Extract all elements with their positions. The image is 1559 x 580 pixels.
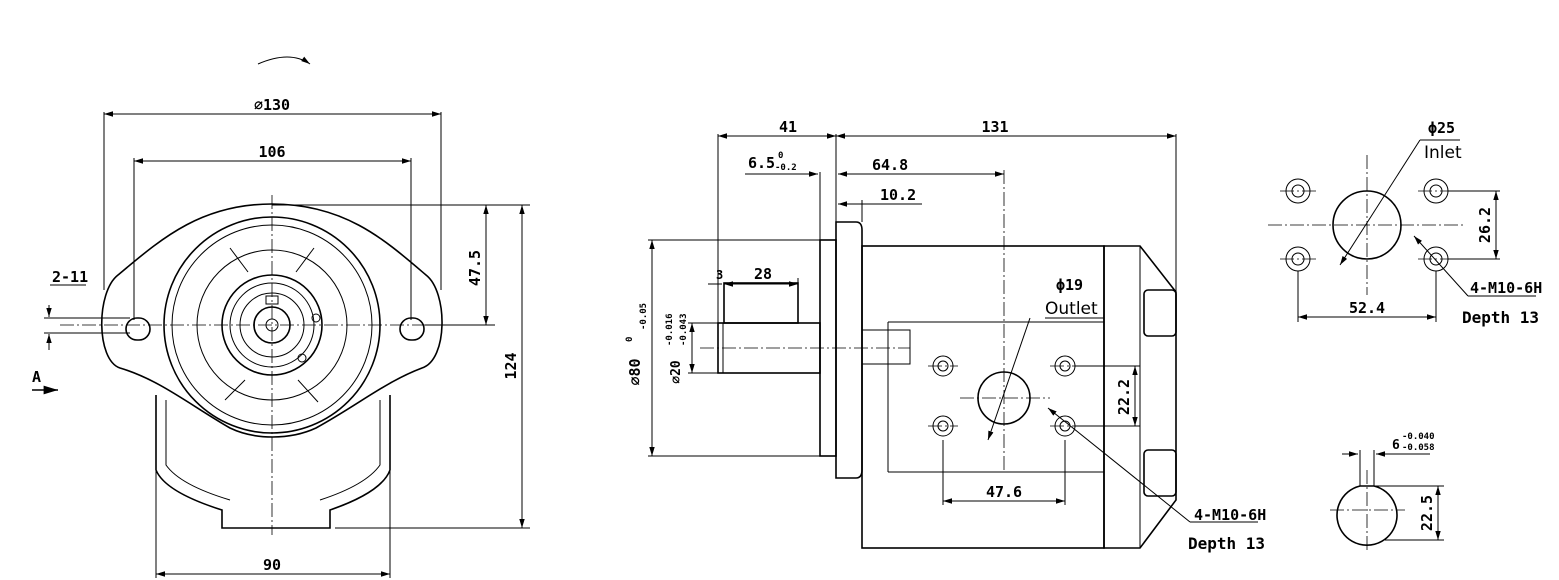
view-a-label: A xyxy=(32,368,41,386)
dim-22-5-label: 22.5 xyxy=(1418,495,1436,531)
key-tol-lower: -0.058 xyxy=(1402,443,1435,453)
key-tol-upper: -0.040 xyxy=(1402,432,1435,442)
side-flange xyxy=(835,221,863,479)
side-thread-label: 4-M10-6H xyxy=(1194,506,1266,524)
dim-90-label: 90 xyxy=(263,556,281,574)
dim-26-2-label: 26.2 xyxy=(1476,207,1494,243)
shaft-key xyxy=(723,282,799,324)
dim-47-5-label: 47.5 xyxy=(466,250,484,286)
dim-3-label: 3 xyxy=(716,268,723,282)
dim-124-label: 124 xyxy=(502,352,520,379)
dim-22-2-label: 22.2 xyxy=(1115,379,1133,415)
dim-6-5-label: 6.5 xyxy=(748,154,775,172)
rotation-arrow-icon xyxy=(257,56,311,65)
key-shaft-section xyxy=(1336,485,1398,546)
inlet-view: ϕ25 Inlet 26.2 52.4 4-M10-6H Depth 13 xyxy=(1268,119,1542,327)
side-depth-label: Depth 13 xyxy=(1188,534,1265,553)
inlet-label: Inlet xyxy=(1424,143,1462,163)
dim-47-6-label: 47.6 xyxy=(986,483,1022,501)
inlet-depth-label: Depth 13 xyxy=(1462,308,1539,327)
dia-20-label: ⌀20 xyxy=(669,360,684,384)
key-view: 6 -0.040 -0.058 22.5 xyxy=(1330,432,1444,550)
inlet-dia-label: ϕ25 xyxy=(1428,119,1455,137)
dim-6-5-tol-lower: -0.2 xyxy=(775,163,797,173)
dia-20-tol-upper: -0.016 xyxy=(665,313,675,346)
dim-130-label: ⌀130 xyxy=(254,96,290,114)
outlet-dia-label: ϕ19 xyxy=(1056,276,1083,294)
front-view: ⌀130 106 47.5 124 2-11 90 A xyxy=(32,56,530,578)
outlet-label: Outlet xyxy=(1045,299,1098,319)
dia-80-tol-upper: 0 xyxy=(625,337,635,342)
dia-20-tol-lower: -0.043 xyxy=(679,313,689,346)
dim-52-4-label: 52.4 xyxy=(1349,299,1385,317)
side-view: 41 131 6.5 0 -0.2 64.8 10.2 3 28 ⌀80 0 -… xyxy=(625,118,1266,553)
dim-106-label: 106 xyxy=(258,143,285,161)
front-flange-outline xyxy=(100,203,443,438)
front-housing-body xyxy=(155,395,391,529)
right-mounting-slot xyxy=(399,317,425,341)
inlet-thread-label: 4-M10-6H xyxy=(1470,279,1542,297)
dim-64-8-label: 64.8 xyxy=(872,156,908,174)
dim-10-2-label: 10.2 xyxy=(880,186,916,204)
dim-28-label: 28 xyxy=(754,265,772,283)
left-mounting-slot xyxy=(125,317,151,341)
dim-41-label: 41 xyxy=(779,118,797,136)
key-width-label: 6 xyxy=(1392,438,1400,453)
dim-131-label: 131 xyxy=(981,118,1008,136)
dim-6-5-tol-upper: 0 xyxy=(778,151,783,161)
dim-2-11-label: 2-11 xyxy=(52,268,88,286)
dia-80-tol-lower: -0.05 xyxy=(639,303,649,330)
dia-80-label: ⌀80 xyxy=(626,358,644,385)
